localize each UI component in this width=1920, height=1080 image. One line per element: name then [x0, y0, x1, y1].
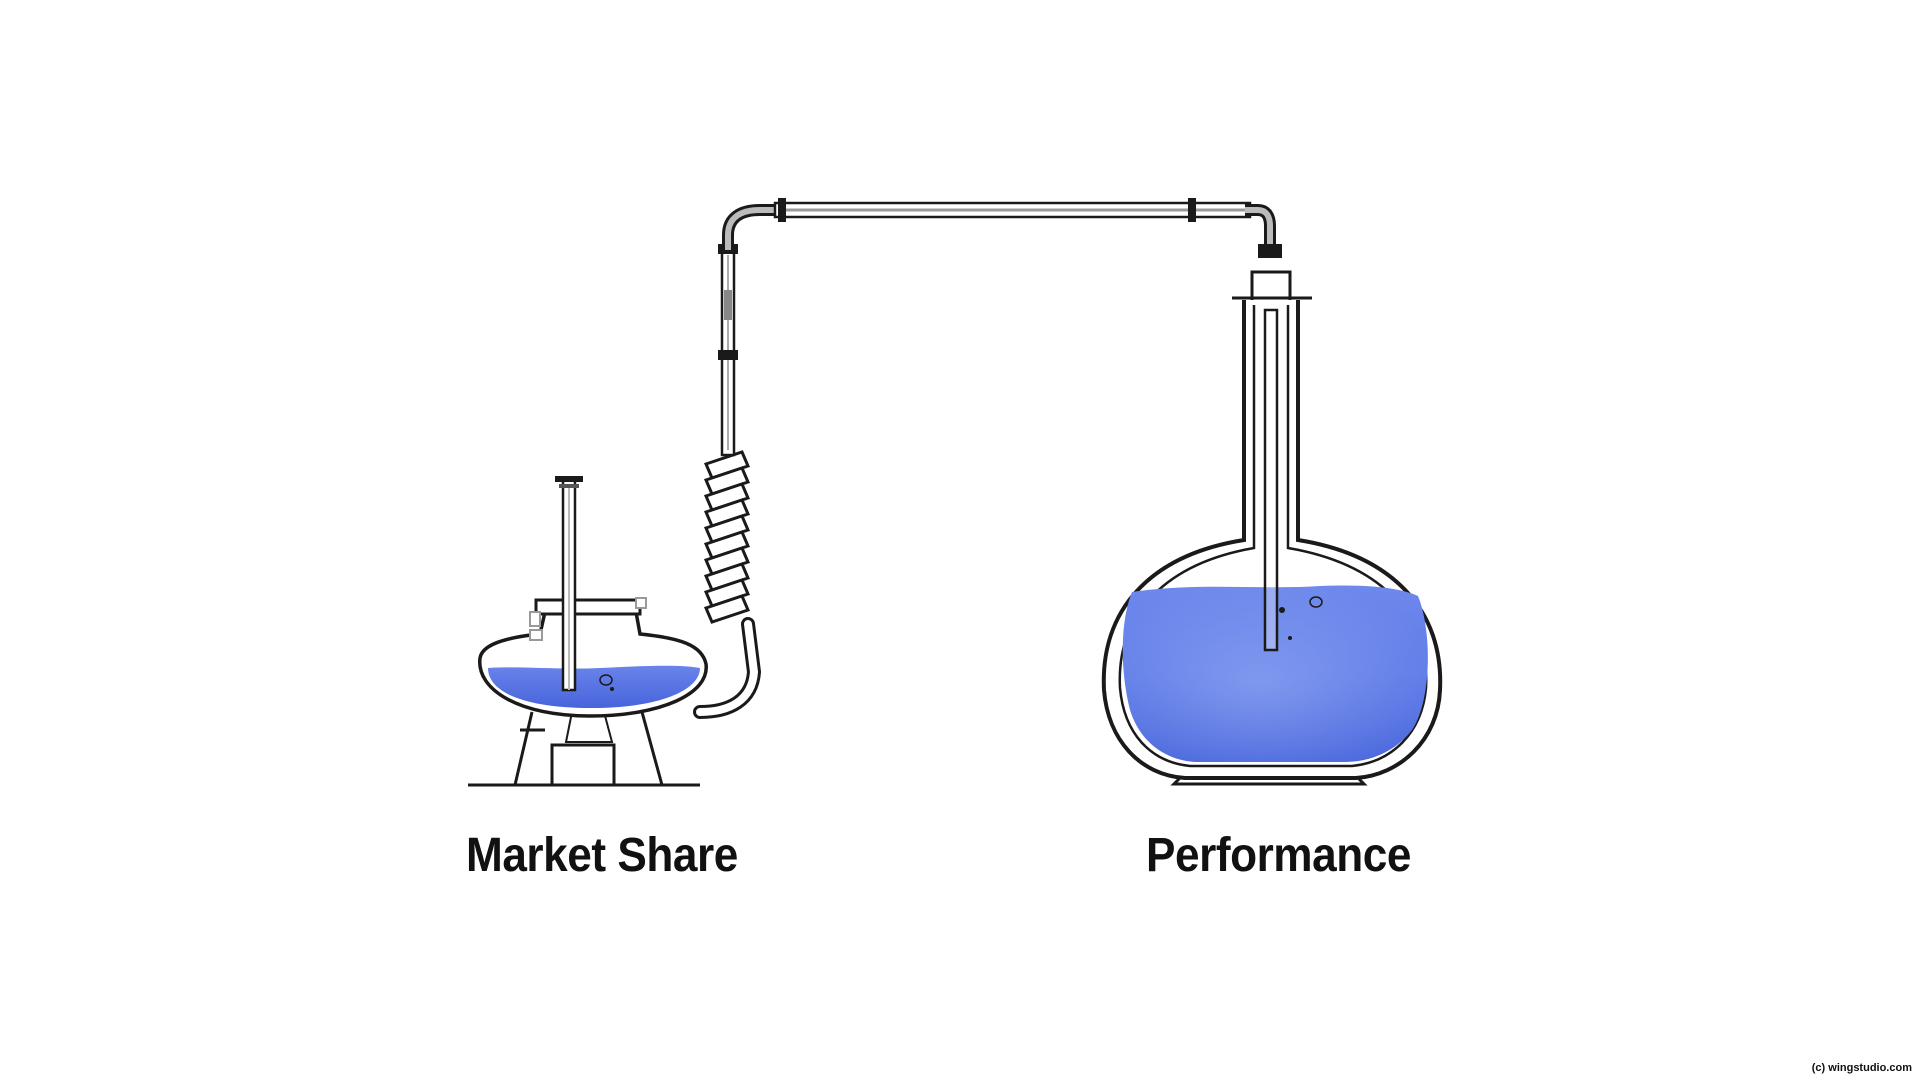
retort-apparatus — [468, 476, 762, 787]
performance-label: Performance — [1146, 829, 1411, 882]
tripod-stand — [513, 711, 664, 786]
copyright-credit: (c) wingstudio.com — [1811, 1062, 1912, 1074]
round-flask — [1101, 270, 1443, 786]
burner — [550, 711, 616, 787]
retort-rod — [555, 476, 583, 692]
retort-flask — [478, 597, 708, 718]
retort-liquid — [488, 665, 700, 708]
connecting-pipe — [718, 198, 1282, 457]
condenser-coil — [703, 450, 751, 624]
flask-inner-tube — [1263, 308, 1279, 652]
market-share-label: Market Share — [466, 829, 738, 882]
